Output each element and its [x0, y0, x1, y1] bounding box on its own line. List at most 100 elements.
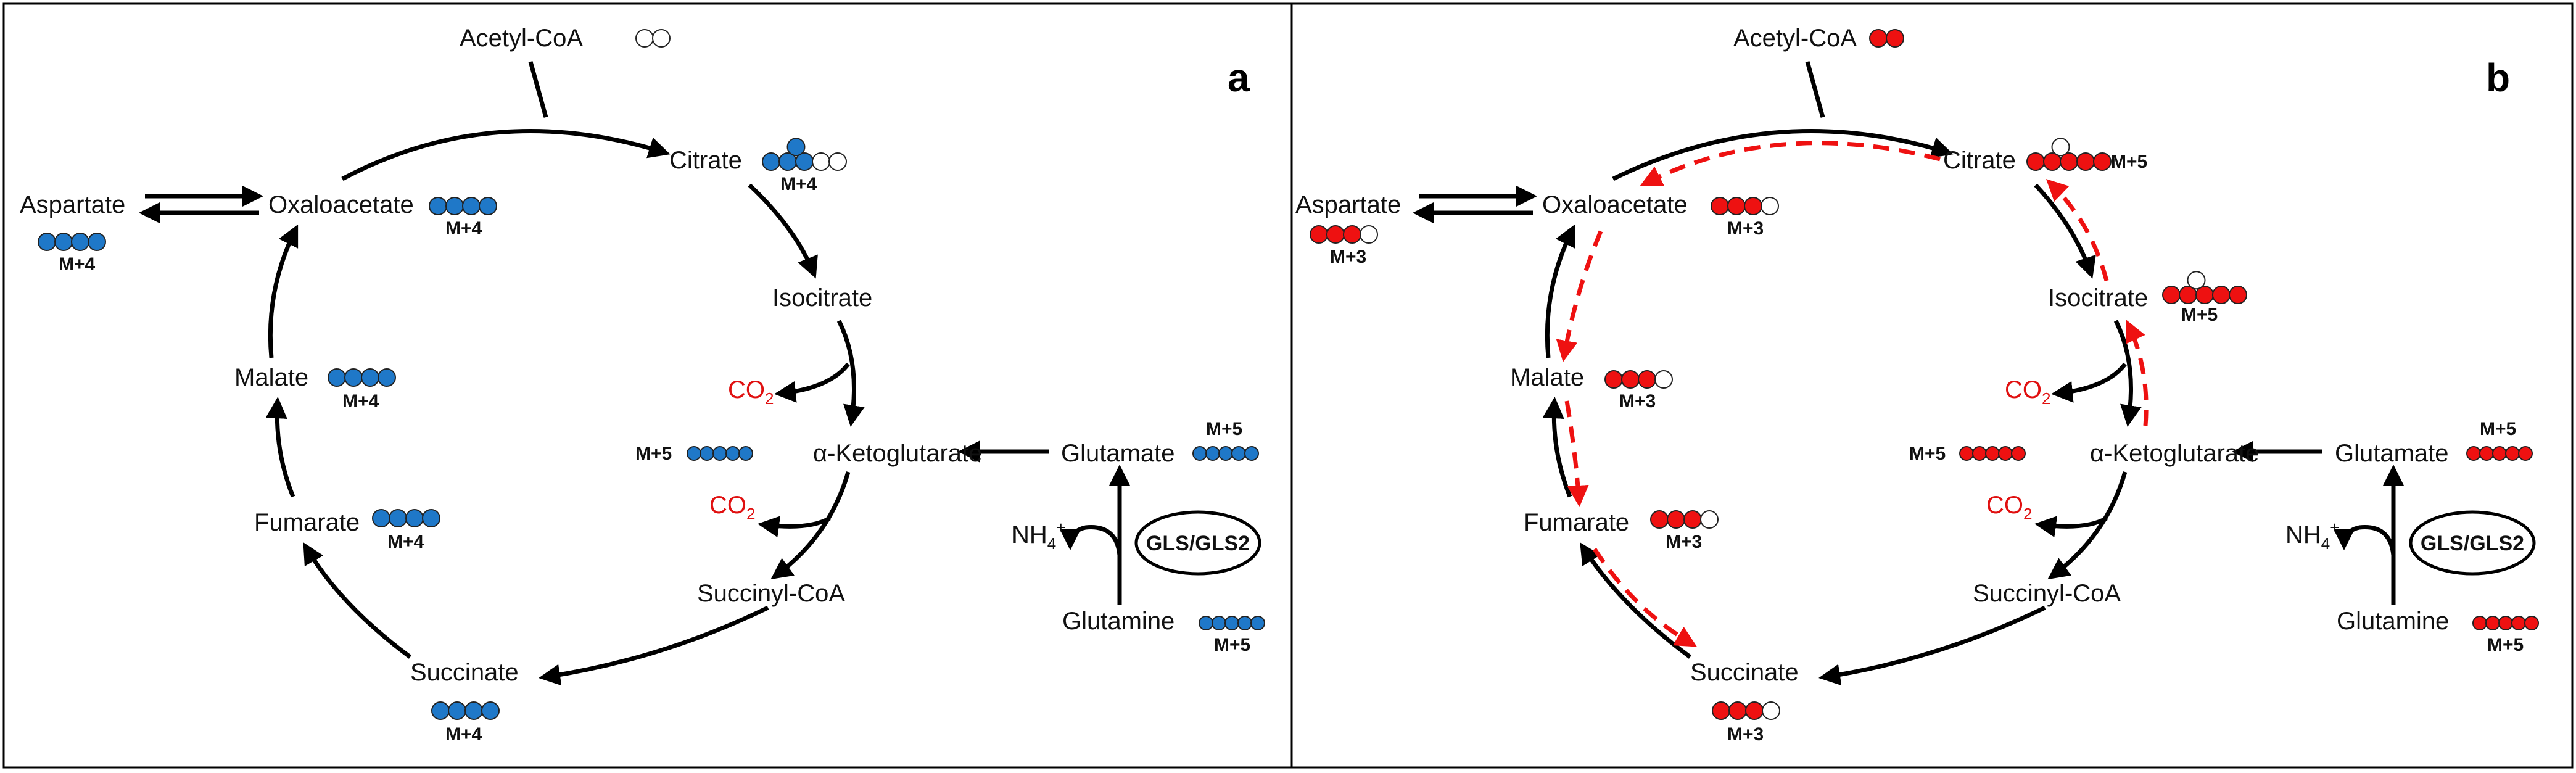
labeled-carbon-dot [1711, 197, 1729, 215]
fumarate-label: Fumarate [254, 509, 360, 536]
panel-a: a Acetyl-CoA Citrate Oxaloacetate Aspart… [20, 25, 1265, 745]
dots-fumarate [1650, 510, 1719, 529]
dots-succinate [1712, 701, 1780, 720]
arrow-co2-release-2 [758, 516, 831, 538]
oxaloacetate-label: Oxaloacetate [1542, 191, 1688, 218]
labeled-carbon-dot [1667, 510, 1685, 529]
m-label-oxaloacetate: M+3 [1727, 218, 1764, 239]
m-label-glutamine: M+5 [2487, 635, 2524, 655]
labeled-carbon-dot [687, 446, 701, 461]
labeled-carbon-dot [1604, 370, 1623, 389]
dots-aspartate [38, 233, 106, 251]
labeled-carbon-dot [445, 197, 464, 215]
labeled-carbon-dot [1244, 446, 1259, 461]
labeled-carbon-dot [328, 368, 346, 387]
m-label-fumarate: M+4 [387, 532, 424, 552]
dots-oxaloacetate [429, 197, 497, 215]
gls-enzyme-label: GLS/GLS2 [1146, 532, 1250, 555]
m-label-akg: M+5 [1909, 444, 1946, 464]
labeled-carbon-dot [1638, 370, 1656, 389]
succinylcoa-label: Succinyl-CoA [1973, 580, 2121, 607]
red-arrow-citrate-to-oaa [1640, 141, 1941, 186]
dots-citrate [2026, 138, 2112, 171]
labeled-carbon-dot [2518, 446, 2533, 461]
labeled-carbon-dot [431, 701, 450, 720]
labeled-carbon-dot [2093, 152, 2112, 171]
labeled-carbon-dot [1250, 616, 1265, 630]
gls-enzyme-label: GLS/GLS2 [2421, 532, 2524, 555]
glutamine-label: Glutamine [2337, 608, 2449, 635]
arrow-co2-release-1 [2051, 362, 2127, 403]
labeled-carbon-dot [1621, 370, 1640, 389]
panel-b: b Acetyl-CoA Citrate Oxaloacetate Aspart… [1295, 25, 2539, 745]
m-label-citrate: M+5 [2111, 152, 2147, 172]
m-label-succinate: M+3 [1727, 724, 1764, 745]
dots-akg [687, 446, 753, 461]
labeled-carbon-dot [1869, 29, 1888, 48]
aspartate-label: Aspartate [20, 191, 125, 218]
arrow-isocitrate-to-akg [2113, 320, 2142, 427]
labeled-carbon-dot [2212, 286, 2231, 304]
labeled-carbon-dot [389, 509, 407, 527]
labeled-carbon-dot [2026, 152, 2045, 171]
m-label-isocitrate: M+5 [2181, 305, 2218, 325]
labeled-carbon-dot [2485, 616, 2500, 630]
dots-fumarate [372, 509, 440, 527]
labeled-carbon-dot [786, 138, 806, 157]
labeled-carbon-dot [1231, 446, 1246, 461]
labeled-carbon-dot [1712, 701, 1730, 720]
arrow-akg-to-succinylcoa [2047, 471, 2128, 580]
labeled-carbon-dot [712, 446, 727, 461]
labeled-carbon-dot [2498, 616, 2513, 630]
dots-glutamine [2472, 616, 2539, 630]
labeled-carbon-dot [71, 233, 89, 251]
dots-glutamine [1199, 616, 1265, 630]
arrow-citrate-to-isocitrate [748, 183, 818, 279]
labeled-carbon-dot [1343, 225, 1361, 244]
gls-enzyme-oval [2409, 510, 2536, 576]
arrow-malate-to-oaa [1545, 224, 1575, 358]
m-label-oxaloacetate: M+4 [445, 218, 482, 239]
glutamine-label: Glutamine [1062, 608, 1174, 635]
labeled-carbon-dot [1959, 446, 1974, 461]
arrow-oaa-to-citrate [1612, 129, 1954, 181]
labeled-carbon-dot [1727, 197, 1746, 215]
akg-label: α-Ketoglutarate [813, 440, 982, 467]
labeled-carbon-dot [1237, 616, 1252, 630]
succinate-label: Succinate [1690, 659, 1799, 686]
dots-akg [1959, 446, 2026, 461]
dots-glutamate [2466, 446, 2533, 461]
arrow-isocitrate-to-akg [836, 320, 865, 427]
labeled-carbon-dot [1650, 510, 1669, 529]
nh4-label: NH4+ [2285, 518, 2339, 553]
labeled-carbon-dot [344, 368, 363, 387]
labeled-carbon-dot [1886, 29, 1904, 48]
red-arrow-fumarate-to-succinate [1593, 548, 1698, 647]
arrow-succinate-to-fumarate [303, 542, 412, 659]
unlabeled-carbon-dot [2187, 271, 2206, 290]
dots-oxaloacetate [1711, 197, 1779, 215]
unlabeled-carbon-dot [1360, 225, 1378, 244]
labeled-carbon-dot [2505, 446, 2520, 461]
m-label-glutamate: M+5 [2480, 419, 2516, 439]
succinylcoa-label: Succinyl-CoA [697, 580, 845, 607]
unlabeled-carbon-dot [2051, 138, 2070, 157]
labeled-carbon-dot [1998, 446, 2013, 461]
labeled-carbon-dot [378, 368, 396, 387]
dots-acetylcoa [635, 29, 671, 48]
labeled-carbon-dot [448, 701, 466, 720]
m-label-glutamine: M+5 [1214, 635, 1250, 655]
labeled-carbon-dot [2492, 446, 2507, 461]
arrow-acetylcoa-entry [1805, 61, 1825, 118]
arrow-co2-release-2 [2034, 516, 2108, 538]
glutamate-label: Glutamate [1061, 440, 1175, 467]
arrow-akg-to-succinylcoa [770, 471, 851, 580]
m-label-aspartate: M+3 [1330, 247, 1366, 267]
labeled-carbon-dot [2511, 616, 2526, 630]
labeled-carbon-dot [405, 509, 424, 527]
succinate-label: Succinate [410, 659, 519, 686]
labeled-carbon-dot [2011, 446, 2026, 461]
labeled-carbon-dot [464, 701, 483, 720]
unlabeled-carbon-dot [828, 152, 847, 171]
red-arrow-oaa-to-malate [1556, 230, 1603, 362]
